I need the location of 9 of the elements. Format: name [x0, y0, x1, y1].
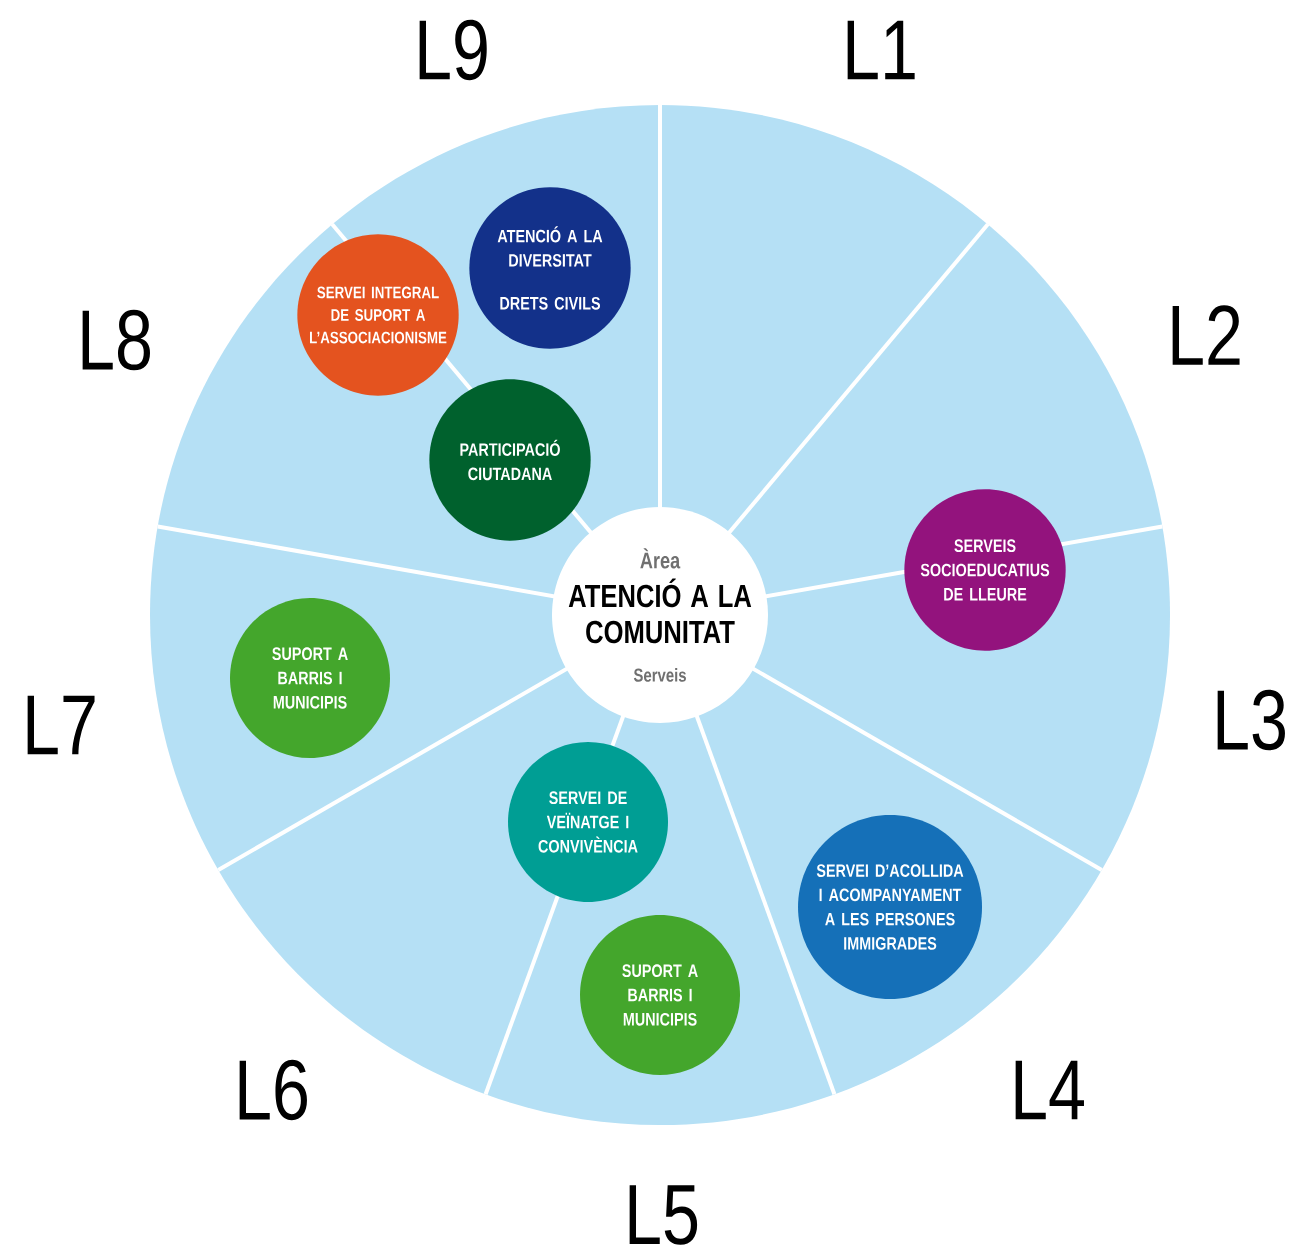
sector-label: L5	[629, 1185, 698, 1245]
sector-label: L6	[239, 1059, 307, 1121]
sector-label: L8	[82, 309, 150, 371]
sector-label: L9	[419, 19, 487, 81]
sector-label: L2	[1172, 305, 1240, 365]
sector-label: L4	[1015, 1060, 1084, 1120]
sector-label: L1	[847, 20, 915, 80]
sector-label: L3	[1217, 689, 1285, 751]
sector-label: L7	[27, 695, 95, 755]
